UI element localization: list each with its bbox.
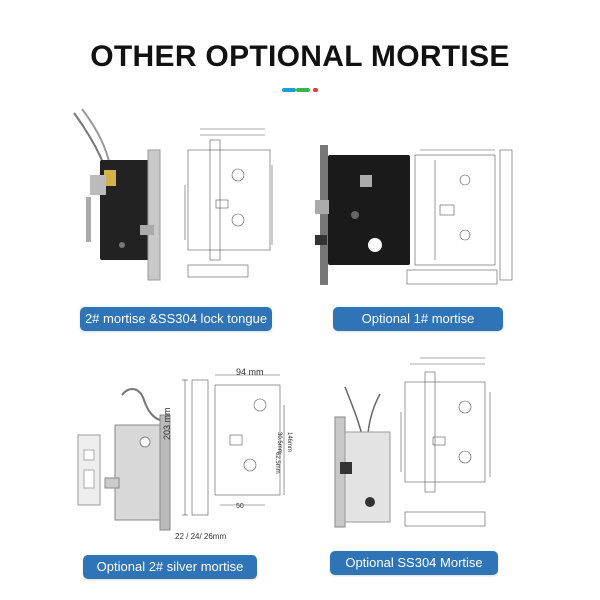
- dim-width: 94 mm: [236, 367, 264, 377]
- label-2-mortise: 2# mortise &SS304 lock tongue: [80, 307, 272, 331]
- product-image-2-silver-mortise: [70, 360, 295, 550]
- product-image-2-mortise: [60, 105, 280, 295]
- dim-thickness: 22 / 24/ 26mm: [175, 532, 227, 541]
- dim-right-mid: 62.5mm: [274, 452, 280, 474]
- product-image-ss304-mortise: [325, 352, 540, 542]
- dim-right-top: 30.5mm: [276, 432, 282, 454]
- accent-bar-green: [296, 88, 310, 92]
- dim-right-long: 146mm: [286, 432, 292, 453]
- dim-height: 203 mm: [162, 407, 172, 440]
- label-2-silver-mortise: Optional 2# silver mortise: [83, 555, 257, 579]
- label-ss304-mortise: Optional SS304 Mortise: [330, 551, 498, 575]
- product-image-1-mortise: [315, 140, 525, 290]
- page-title: OTHER OPTIONAL MORTISE: [90, 40, 510, 73]
- dim-bottom: 50: [236, 503, 244, 510]
- accent-bar-blue: [282, 88, 296, 92]
- accent-dot-red: [313, 88, 318, 92]
- label-1-mortise: Optional 1# mortise: [333, 307, 503, 331]
